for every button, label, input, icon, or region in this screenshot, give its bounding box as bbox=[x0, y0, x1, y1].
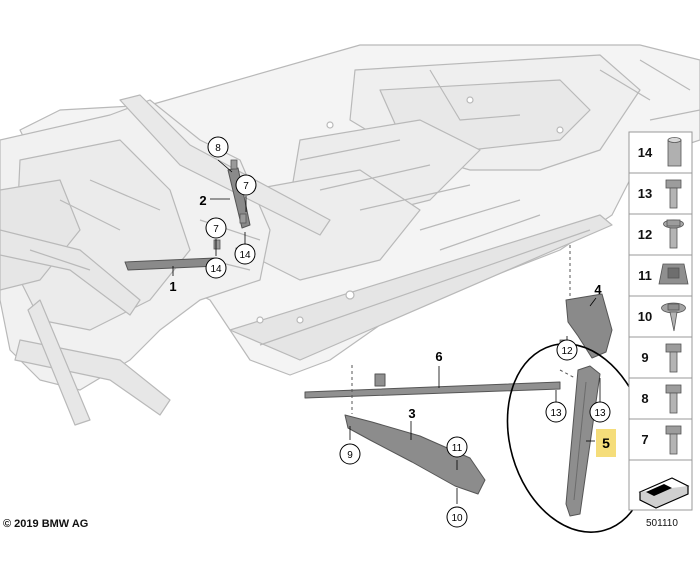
callout-12-circle bbox=[556, 339, 578, 361]
fastener-legend: 14 13 12 11 10 9 8 7 bbox=[628, 131, 693, 511]
callout-13b-circle bbox=[589, 401, 611, 423]
callout-10: 10 bbox=[451, 513, 463, 524]
callout-8-circle bbox=[207, 136, 229, 158]
bolt-icon bbox=[665, 179, 682, 209]
legend-cell-7 bbox=[628, 418, 693, 461]
part-6-bracket bbox=[374, 373, 386, 387]
legend-label-7: 7 bbox=[641, 432, 648, 447]
callout-9: 9 bbox=[347, 450, 353, 461]
legend-label-9: 9 bbox=[641, 350, 648, 365]
washer-screw-icon bbox=[661, 302, 686, 332]
legend-cell-14 bbox=[628, 131, 693, 174]
callout-12: 12 bbox=[561, 346, 573, 357]
assembly-lines bbox=[351, 245, 576, 414]
callout-6: 6 bbox=[435, 349, 442, 364]
callout-14b: 14 bbox=[210, 264, 222, 275]
sleeve-icon bbox=[667, 137, 682, 167]
callout-7b: 7 bbox=[213, 224, 219, 235]
callout-7a-circle bbox=[235, 174, 257, 196]
callout-4: 4 bbox=[594, 282, 602, 297]
vehicle-body-shell bbox=[0, 44, 700, 426]
legend-label-14: 14 bbox=[638, 145, 653, 160]
a-pillar bbox=[119, 94, 331, 236]
sill-rail bbox=[229, 214, 613, 361]
callout-14a-circle bbox=[234, 243, 256, 265]
part-3-skid-plate bbox=[344, 414, 486, 495]
bolt-icon bbox=[665, 425, 682, 455]
callout-11: 11 bbox=[452, 443, 463, 454]
callout-9-circle bbox=[339, 443, 361, 465]
callout-5-highlight bbox=[596, 429, 616, 457]
legend-label-8: 8 bbox=[641, 391, 648, 406]
diagram-id: 501110 bbox=[646, 518, 678, 529]
callout-3: 3 bbox=[408, 406, 415, 421]
copyright-text: © 2019 BMW AG bbox=[3, 518, 89, 530]
legend-label-13: 13 bbox=[638, 186, 652, 201]
callouts: 1 2 3 4 6 5 8 7 7 14 14 9 11 bbox=[169, 136, 616, 528]
clip-nut-icon bbox=[658, 263, 689, 285]
part-6-crossmember bbox=[304, 381, 561, 399]
callout-13b: 13 bbox=[594, 408, 606, 419]
callout-2: 2 bbox=[199, 193, 206, 208]
callout-8: 8 bbox=[215, 143, 221, 154]
legend-label-12: 12 bbox=[638, 227, 652, 242]
callout-1: 1 bbox=[169, 279, 176, 294]
part-5-strut bbox=[565, 365, 601, 517]
legend-cell-8 bbox=[628, 377, 693, 420]
callout-13a: 13 bbox=[550, 408, 562, 419]
parts bbox=[124, 167, 613, 517]
legend-cell-12 bbox=[628, 213, 693, 256]
callout-7a: 7 bbox=[243, 181, 249, 192]
flange-bolt-icon bbox=[663, 219, 684, 249]
arrow-icon bbox=[638, 477, 690, 509]
callout-14b-circle bbox=[205, 257, 227, 279]
legend-label-11: 11 bbox=[638, 268, 652, 283]
bolt-icon bbox=[665, 384, 682, 414]
callout-13a-circle bbox=[545, 401, 567, 423]
callout-14a: 14 bbox=[239, 250, 251, 261]
legend-cell-9 bbox=[628, 336, 693, 379]
callout-11-circle bbox=[446, 436, 468, 458]
callout-7b-circle bbox=[205, 217, 227, 239]
callout-5: 5 bbox=[602, 435, 610, 451]
legend-label-10: 10 bbox=[638, 309, 652, 324]
bolt-icon bbox=[665, 343, 682, 373]
legend-cell-10 bbox=[628, 295, 693, 338]
callout-10-circle bbox=[446, 506, 468, 528]
legend-cell-13 bbox=[628, 172, 693, 215]
